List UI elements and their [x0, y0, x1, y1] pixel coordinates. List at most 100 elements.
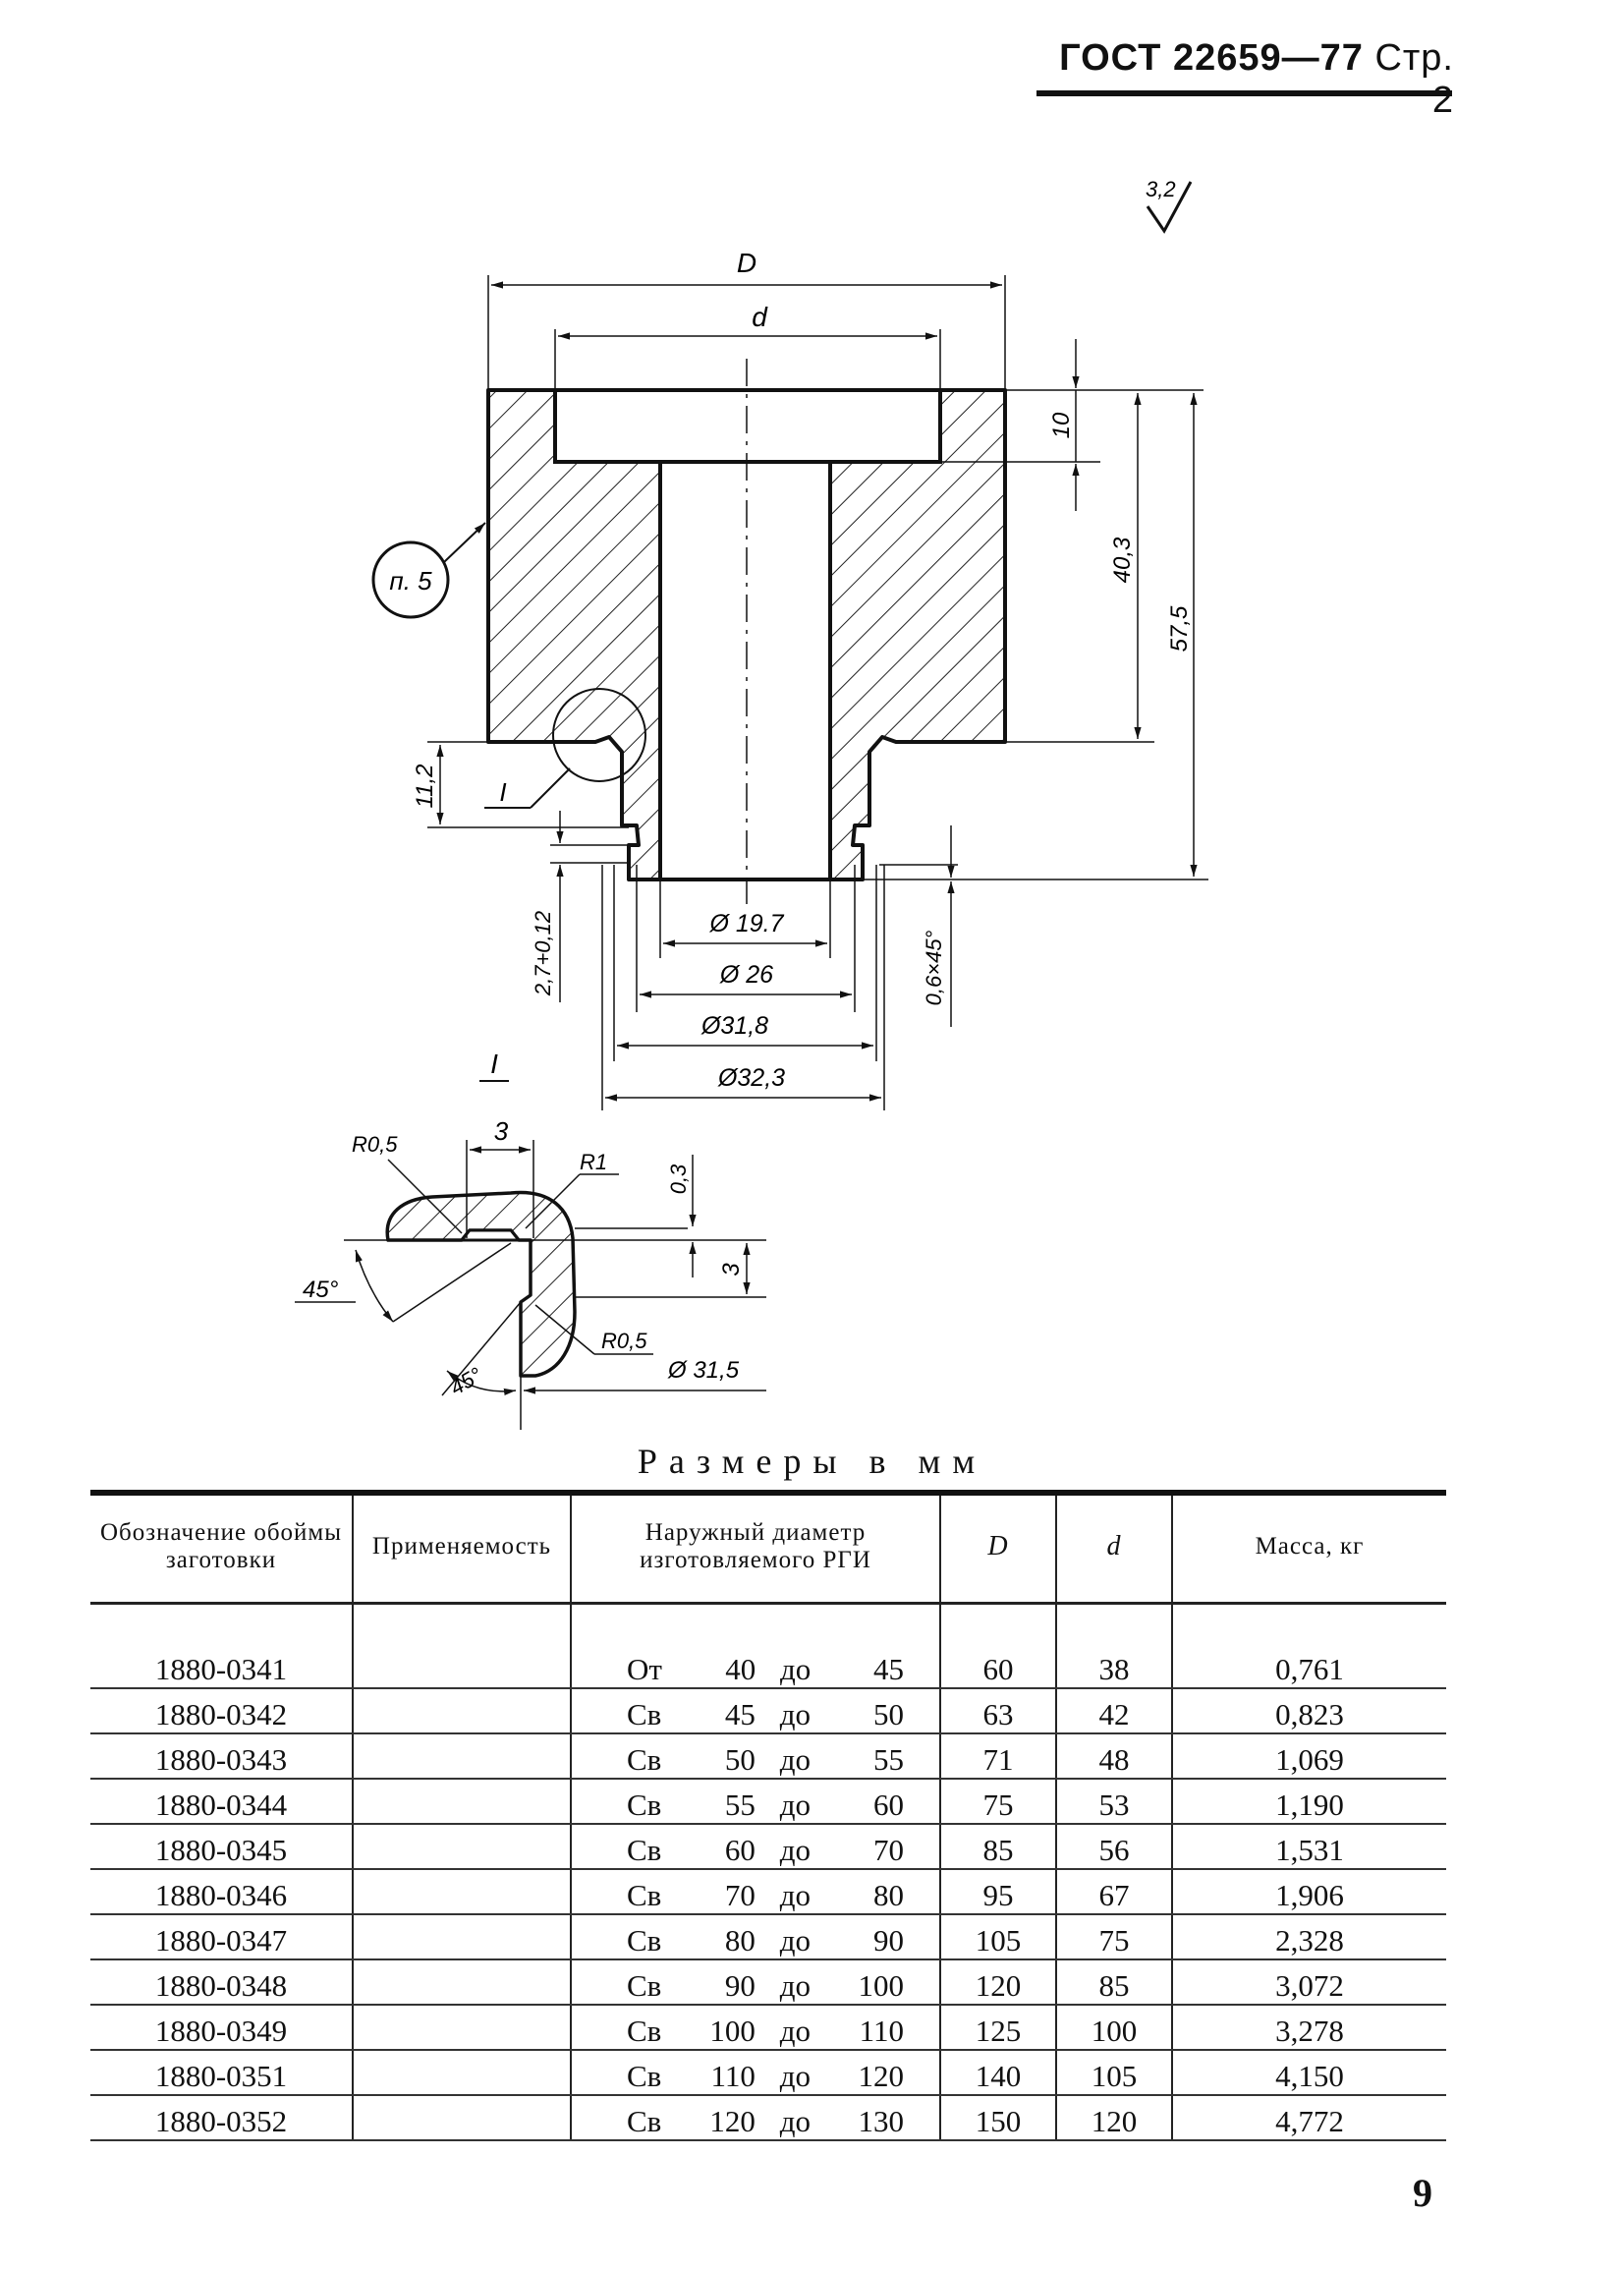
cell-applicability: [352, 2095, 571, 2141]
cell-D: 95: [939, 1869, 1056, 1915]
table-top-rule: [90, 1490, 1446, 1496]
label-11: 11,2: [412, 765, 438, 809]
range-part: 70: [724, 1878, 756, 1912]
cell-designation: 1880-0344: [90, 1779, 353, 1825]
range-part: Св: [627, 2059, 662, 2093]
range-part: 50: [872, 1697, 904, 1731]
range-part: 100: [858, 1968, 904, 2003]
label-chamfer: 0,6×45°: [922, 930, 946, 1005]
dim-diameters: Ø 19.7 Ø 26 Ø31,8 Ø32,3: [601, 865, 885, 1110]
cell-mass: 4,772: [1171, 2095, 1446, 2141]
range-part: 130: [858, 2104, 904, 2138]
label-three2: 3: [718, 1263, 745, 1277]
cell-applicability: [352, 1914, 571, 1960]
range-part: до: [779, 1878, 812, 1912]
roughness-symbol: 3,2: [1146, 177, 1193, 234]
range-part: 80: [724, 1923, 756, 1958]
label-detail: I: [499, 777, 506, 807]
dim-left: 11,2 2,7+0,12: [412, 741, 629, 1002]
dim-d: d: [554, 302, 941, 390]
range-part: Св: [627, 1968, 662, 2003]
detail-view: I 3 R0,5 R1 0,3 3 45° R0,5 Ø 31,5: [295, 1049, 766, 1430]
label-r1: R1: [580, 1150, 607, 1174]
cell-designation: 1880-0348: [90, 1959, 353, 2006]
cell-D: 105: [939, 1914, 1056, 1960]
range-part: От: [627, 1652, 662, 1686]
dim-D: D: [487, 248, 1006, 390]
page-number: 9: [1413, 2171, 1432, 2215]
cell-mass: 1,531: [1171, 1824, 1446, 1870]
cell-designation: 1880-0343: [90, 1733, 353, 1780]
cell-d: 100: [1055, 2005, 1172, 2051]
label-a45b: 45°: [446, 1362, 486, 1399]
label-p5: п. 5: [389, 566, 432, 596]
cell-d: 105: [1055, 2050, 1172, 2096]
cell-designation: 1880-0347: [90, 1914, 353, 1960]
page-label: Стр. 2: [1374, 37, 1454, 121]
range-part: 90: [872, 1923, 904, 1958]
col-applicability: Применяемость: [352, 1496, 571, 1604]
label-phi318: Ø31,8: [700, 1012, 768, 1040]
cell-applicability: [352, 1603, 571, 1689]
cell-D: 140: [939, 2050, 1056, 2096]
label-r05a: R0,5: [352, 1132, 398, 1157]
range-part: 55: [724, 1788, 756, 1822]
cell-d: 85: [1055, 1959, 1172, 2006]
range-part: Св: [627, 1923, 662, 1958]
page-header: ГОСТ 22659—77 Стр. 2: [1041, 37, 1454, 122]
range-part: Св: [627, 1833, 662, 1867]
range-part: до: [779, 1652, 812, 1686]
cell-D: 120: [939, 1959, 1056, 2006]
label-D: D: [737, 248, 756, 278]
col-mass: Масса, кг: [1171, 1496, 1446, 1604]
label-57: 57,5: [1166, 605, 1193, 652]
label-phi323: Ø32,3: [717, 1064, 785, 1092]
cell-D: 75: [939, 1779, 1056, 1825]
cell-mass: 3,072: [1171, 1959, 1446, 2006]
range-part: до: [779, 1788, 812, 1822]
cell-d: 42: [1055, 1688, 1172, 1734]
dim-right: 10 40,3 57,5 0,6×45°: [863, 339, 1208, 1027]
header-rule: [1036, 90, 1452, 96]
label-phi315: Ø 31,5: [667, 1357, 740, 1384]
callout-detail: I: [484, 767, 571, 809]
label-r05b: R0,5: [601, 1329, 647, 1353]
technical-drawing: 3,2 D d 10 40,3 57,5: [295, 177, 1208, 1430]
range-part: до: [779, 2014, 812, 2048]
col-outer-diameter: Наружный диаметр изготовляемого РГИ: [570, 1496, 940, 1604]
range-part: до: [779, 1968, 812, 2003]
range-part: Св: [627, 1788, 662, 1822]
label-10: 10: [1048, 412, 1075, 438]
cell-mass: 1,190: [1171, 1779, 1446, 1825]
range-part: 110: [710, 2059, 756, 2093]
cell-mass: 1,069: [1171, 1733, 1446, 1780]
callout-p5: п. 5: [371, 522, 486, 619]
cell-d: 38: [1055, 1603, 1172, 1689]
range-part: 120: [709, 2104, 756, 2138]
standard-number: ГОСТ 22659—77: [1059, 37, 1364, 79]
cell-mass: 0,823: [1171, 1688, 1446, 1734]
cell-d: 67: [1055, 1869, 1172, 1915]
cell-designation: 1880-0349: [90, 2005, 353, 2051]
roughness-value: 3,2: [1146, 177, 1176, 201]
label-a45a: 45°: [303, 1277, 339, 1303]
cell-D: 63: [939, 1688, 1056, 1734]
dimensions-table: Обозначение обоймы заготовки Применяемос…: [90, 1496, 1446, 2141]
cell-applicability: [352, 1959, 571, 2006]
cell-applicability: [352, 1869, 571, 1915]
